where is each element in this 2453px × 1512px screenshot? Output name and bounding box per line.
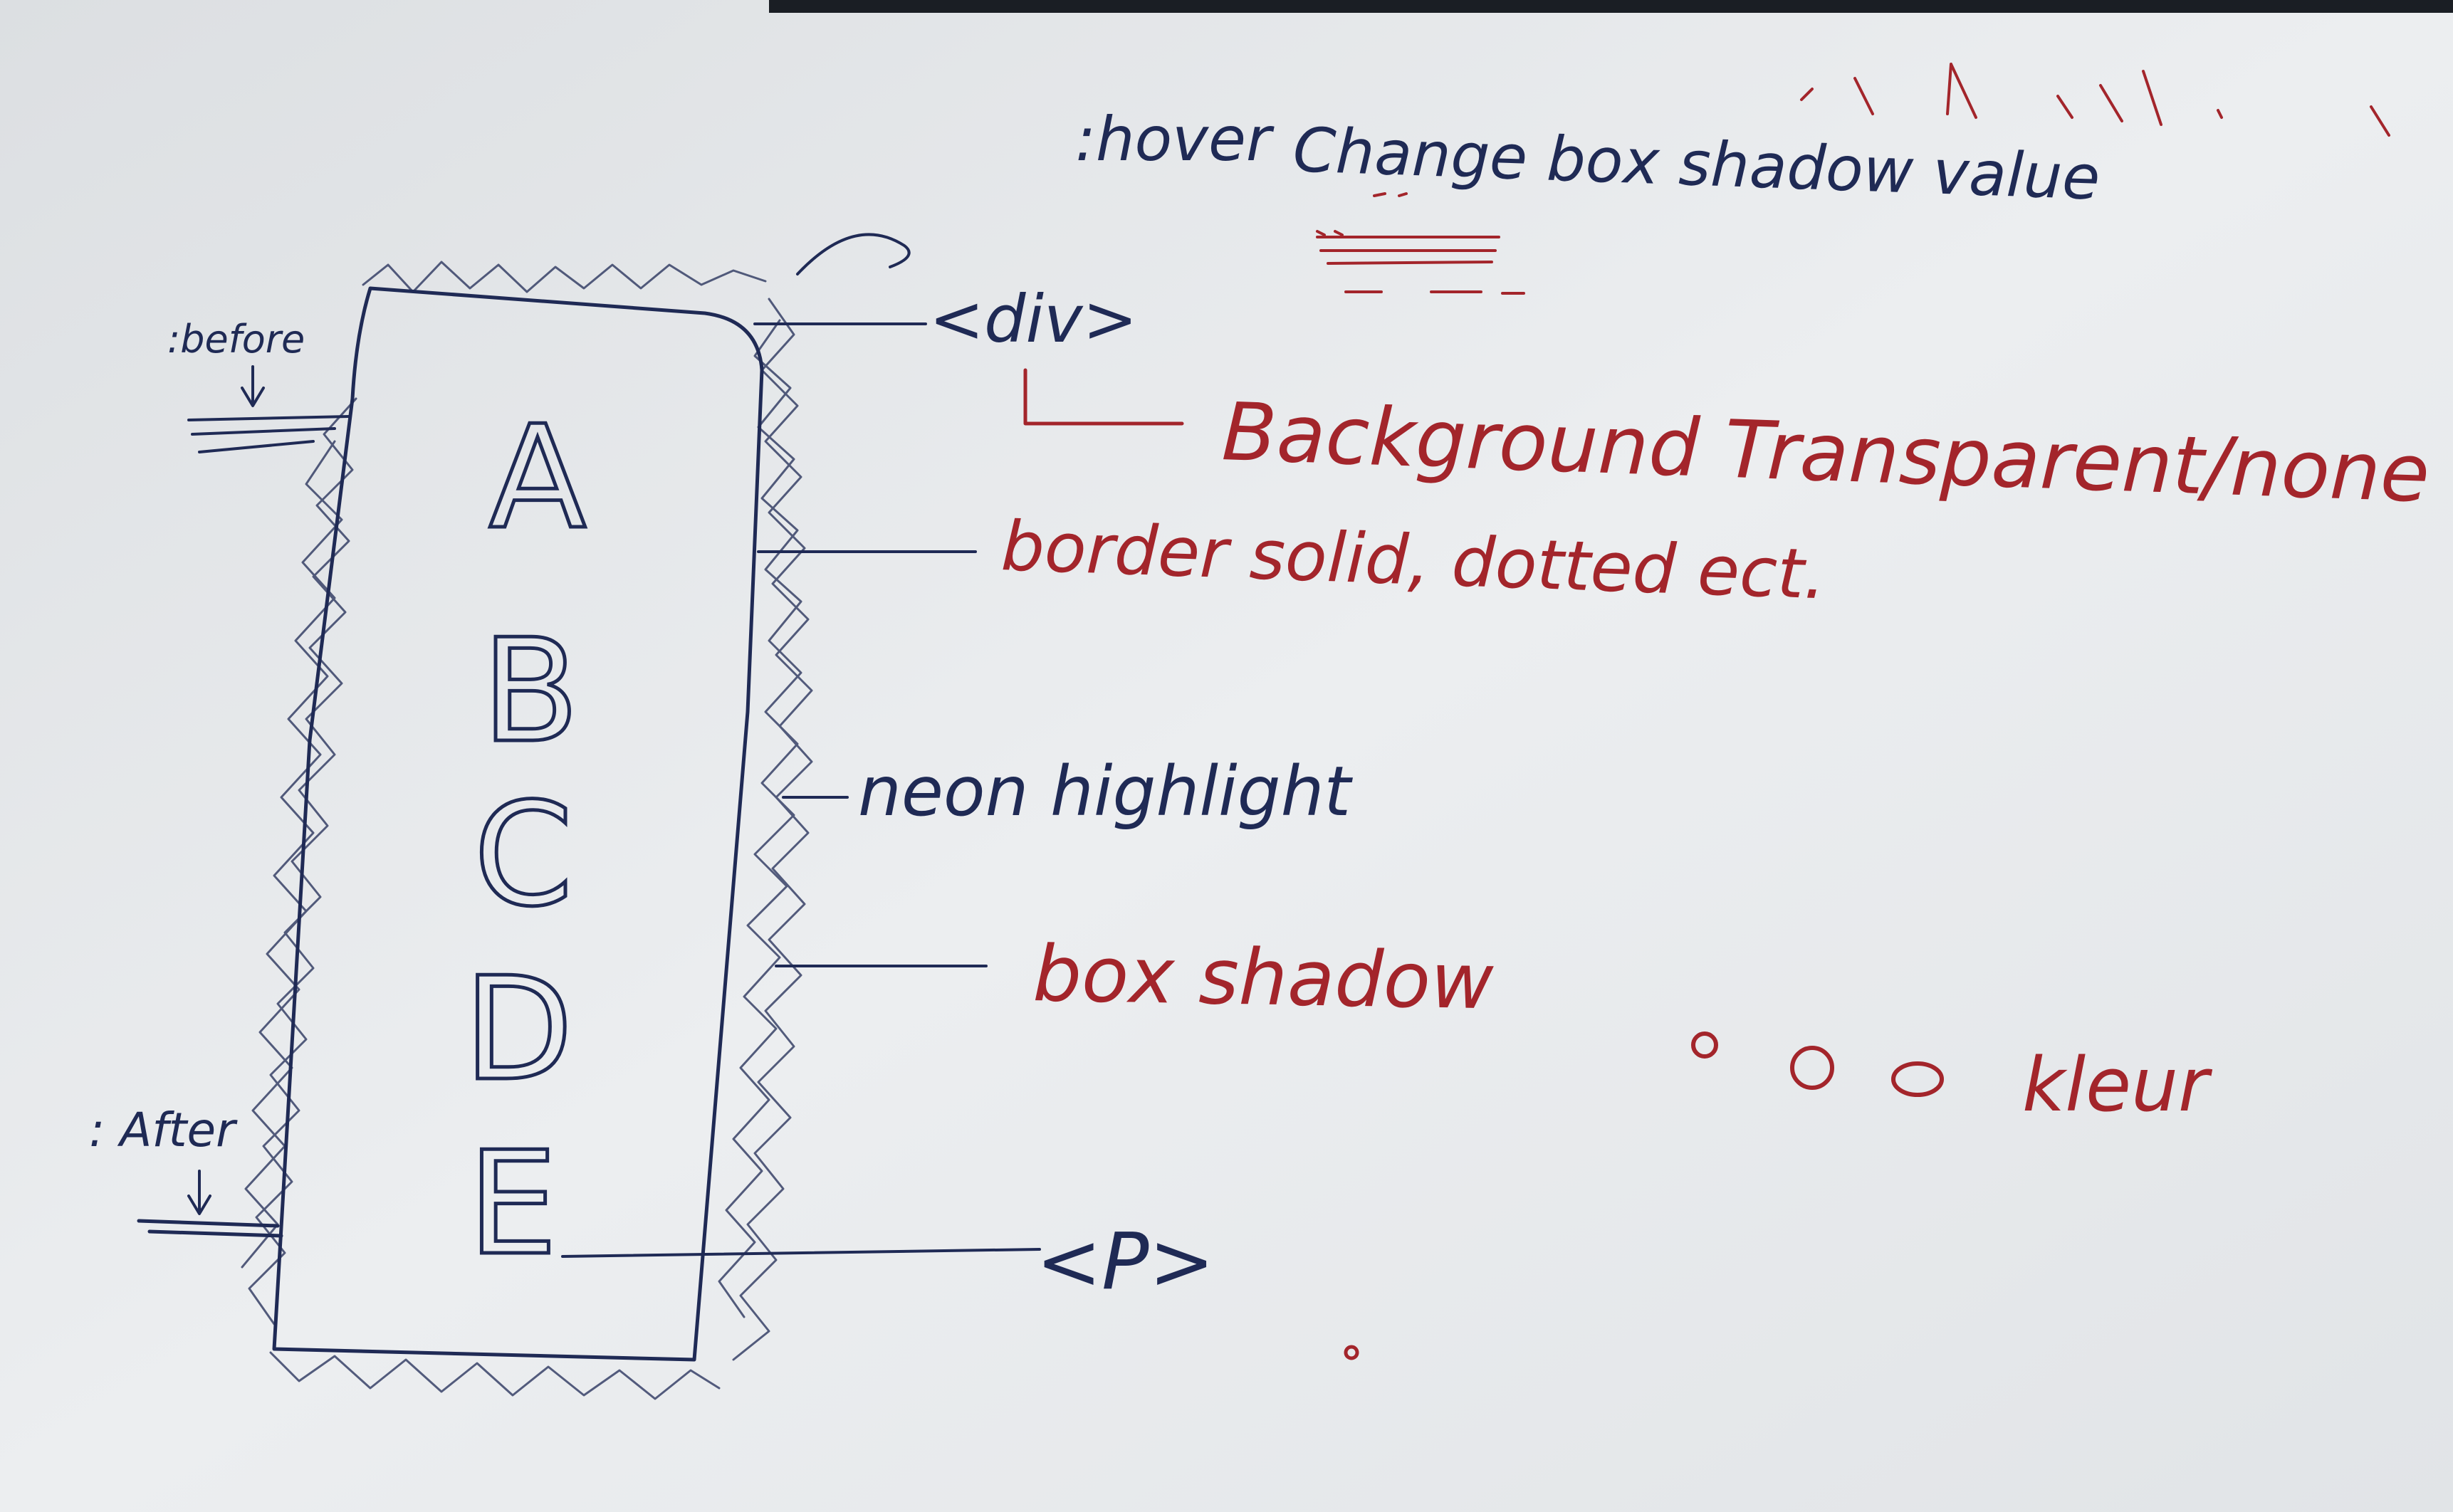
letters-column: A B C D E [461,394,587,1289]
p-tag-label: <P> [1036,1216,1215,1307]
div-tag-label: <div> [929,281,1138,357]
after-underlines [137,1219,283,1238]
box-shadow-scribble [241,261,813,1400]
after-arrow [187,1170,211,1215]
before-arrow [241,365,265,407]
color-dot-small [1691,1031,1718,1059]
letter-b: B [481,609,579,775]
color-dot-large [1891,1061,1944,1097]
before-underlines [187,415,350,453]
letter-d: D [464,947,573,1113]
letter-e: E [468,1121,558,1287]
hover-underlines [1316,192,1525,295]
box-shadow-label: box shadow [1032,930,1495,1027]
color-dot-medium [1790,1046,1834,1090]
before-label: :before [167,317,305,362]
div-box-outline [272,286,764,1362]
neon-highlight-label: neon highlight [858,752,1353,831]
letter-c: C [474,772,573,938]
p-leader [561,1248,1041,1258]
red-annotations [1023,63,2390,1360]
background-bracket [1023,368,1184,426]
hover-label: :hover [1075,104,1275,175]
stray-dot [1344,1345,1359,1360]
kleur-label: kleur [2022,1041,2213,1128]
div-leader-hook [796,233,911,275]
blue-diagram [137,233,1041,1400]
after-label: : After [89,1103,238,1157]
board-top-edge [769,0,2453,13]
top-tick-marks [1800,63,2390,137]
letter-a: A [489,395,587,561]
